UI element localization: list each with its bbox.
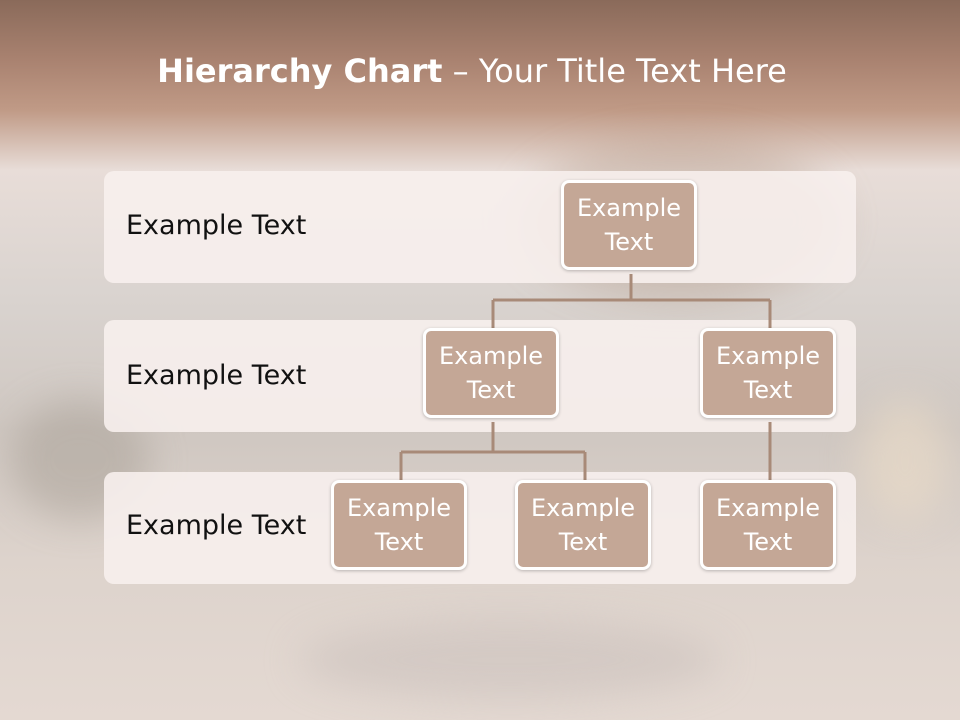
node-level3-c-label: Example Text [715,494,821,556]
node-root[interactable]: Example Text [561,180,697,270]
node-level2-right[interactable]: Example Text [700,328,836,418]
band-label-1: Example Text [126,210,307,241]
background-candle [860,400,950,520]
node-level2-left[interactable]: Example Text [423,328,559,418]
level-band-1 [104,171,856,283]
title-bold: Hierarchy Chart [157,52,443,90]
node-level2-left-label: Example Text [438,342,544,404]
node-level3-a[interactable]: Example Text [331,480,467,570]
node-level3-b-label: Example Text [530,494,636,556]
node-level3-a-label: Example Text [346,494,452,556]
slide-title: Hierarchy Chart – Your Title Text Here [0,52,944,90]
band-label-2: Example Text [126,360,307,391]
node-level2-right-label: Example Text [715,342,821,404]
background-table [300,620,720,700]
band-label-3: Example Text [126,510,307,541]
title-rest: – Your Title Text Here [442,52,787,90]
node-level3-b[interactable]: Example Text [515,480,651,570]
node-level3-c[interactable]: Example Text [700,480,836,570]
node-root-label: Example Text [576,194,682,256]
